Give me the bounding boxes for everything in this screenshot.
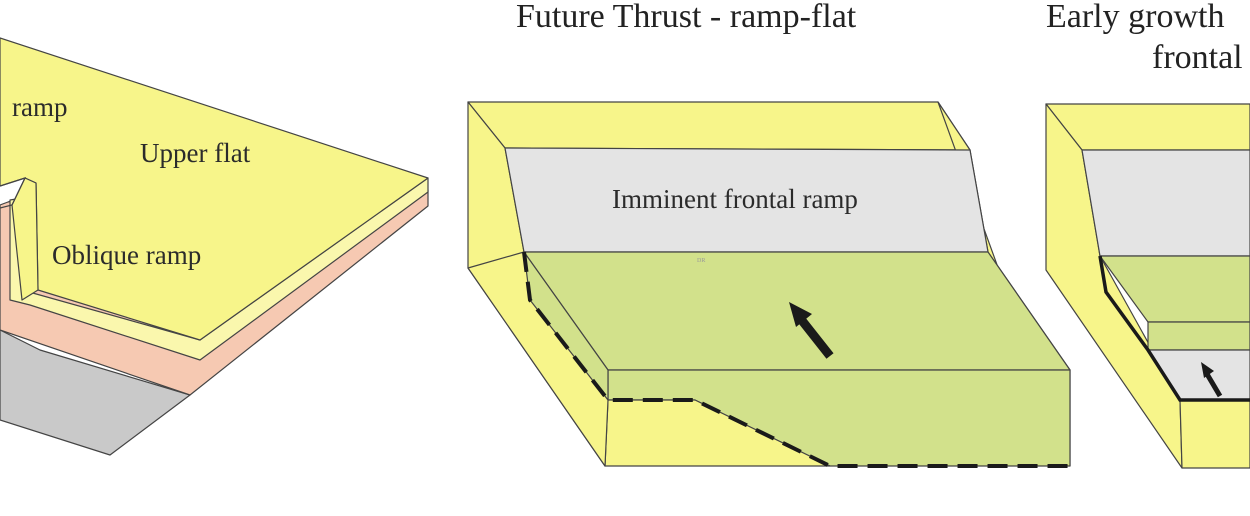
label-ramp: ramp xyxy=(12,92,67,122)
right-front-base xyxy=(1179,399,1250,469)
middle-back-top-strip xyxy=(467,101,971,151)
title-future-thrust: Future Thrust - ramp-flat xyxy=(516,0,857,35)
title-frontal: frontal xyxy=(1152,39,1243,76)
title-early-growth: Early growth xyxy=(1046,0,1224,35)
left-block-base-face xyxy=(0,329,191,456)
right-green-surface xyxy=(1099,255,1250,323)
right-fault-solid-line xyxy=(1098,255,1250,402)
small-arrow-icon xyxy=(1201,362,1223,398)
right-ramp-face xyxy=(1081,149,1250,257)
label-oblique-ramp: Oblique ramp xyxy=(52,240,201,270)
middle-block-diagram: Future Thrust - ramp-flat Imminent front… xyxy=(467,0,1071,468)
label-upper-flat: Upper flat xyxy=(140,138,251,168)
future-fault-dashed-line xyxy=(522,251,1070,468)
left-block-upper-flat-surface xyxy=(0,37,429,341)
left-block-diagram: ramp Upper flat Oblique ramp xyxy=(0,37,429,456)
label-imminent-frontal-ramp: Imminent frontal ramp xyxy=(612,184,858,214)
right-block-diagram: Early growth frontal xyxy=(1045,0,1250,469)
right-green-step-front xyxy=(1147,321,1250,351)
watermark-mark: DR xyxy=(697,258,705,264)
movement-arrow-icon xyxy=(789,302,834,359)
left-block-notch-edge xyxy=(0,177,27,209)
